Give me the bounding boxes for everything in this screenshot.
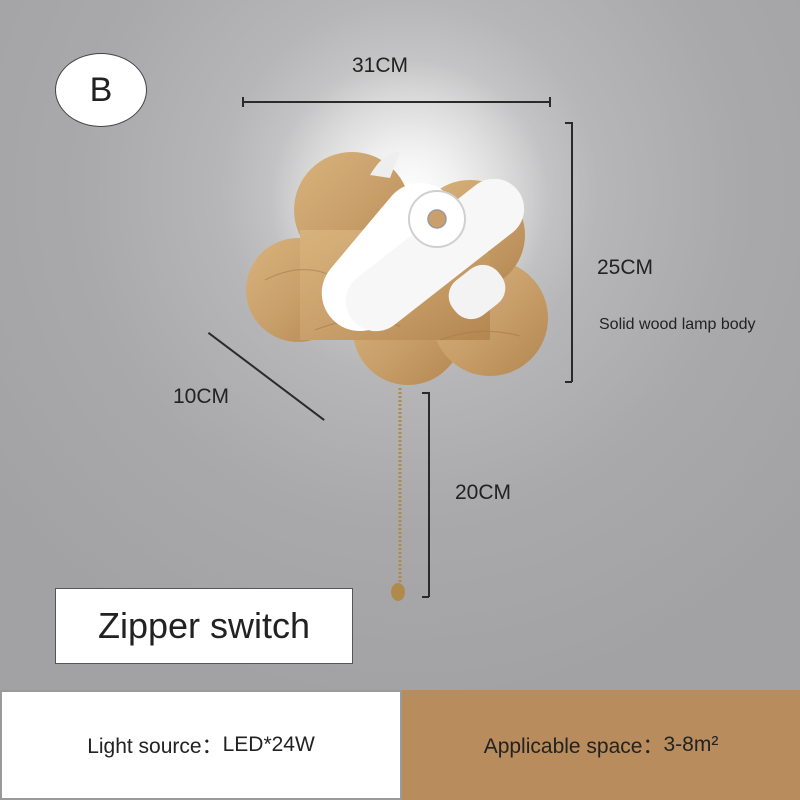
light-source-cell: Light source： LED*24W: [0, 690, 402, 800]
material-note: Solid wood lamp body: [599, 316, 756, 333]
applicable-space-label: Applicable space：: [483, 735, 664, 758]
applicable-space-value: 3-8m²: [663, 733, 719, 756]
chain-tick-bottom: [422, 596, 429, 598]
height-dimension-line: [571, 122, 573, 382]
switch-type-label: Zipper switch: [55, 588, 353, 664]
spec-footer: Light source： LED*24W Applicable space： …: [0, 690, 800, 800]
height-label: 25CM: [597, 256, 654, 279]
height-tick-bottom: [565, 381, 572, 383]
light-source-value: LED*24W: [222, 733, 315, 756]
pull-chain-knob: [391, 583, 405, 601]
width-tick-right: [549, 97, 551, 107]
width-label: 31CM: [352, 54, 409, 77]
airplane-shade: [321, 151, 525, 332]
depth-label: 10CM: [173, 385, 230, 408]
width-dimension-line: [242, 101, 550, 103]
width-tick-left: [242, 97, 244, 107]
chain-length-label: 20CM: [455, 481, 512, 504]
light-source-label: Light source：: [87, 735, 223, 758]
applicable-space-cell: Applicable space： 3-8m²: [402, 690, 800, 800]
height-tick-top: [565, 122, 572, 124]
chain-tick-top: [422, 392, 429, 394]
lamp-illustration: [246, 60, 550, 601]
variant-badge: B: [55, 53, 147, 127]
chain-dimension-line: [428, 392, 430, 597]
